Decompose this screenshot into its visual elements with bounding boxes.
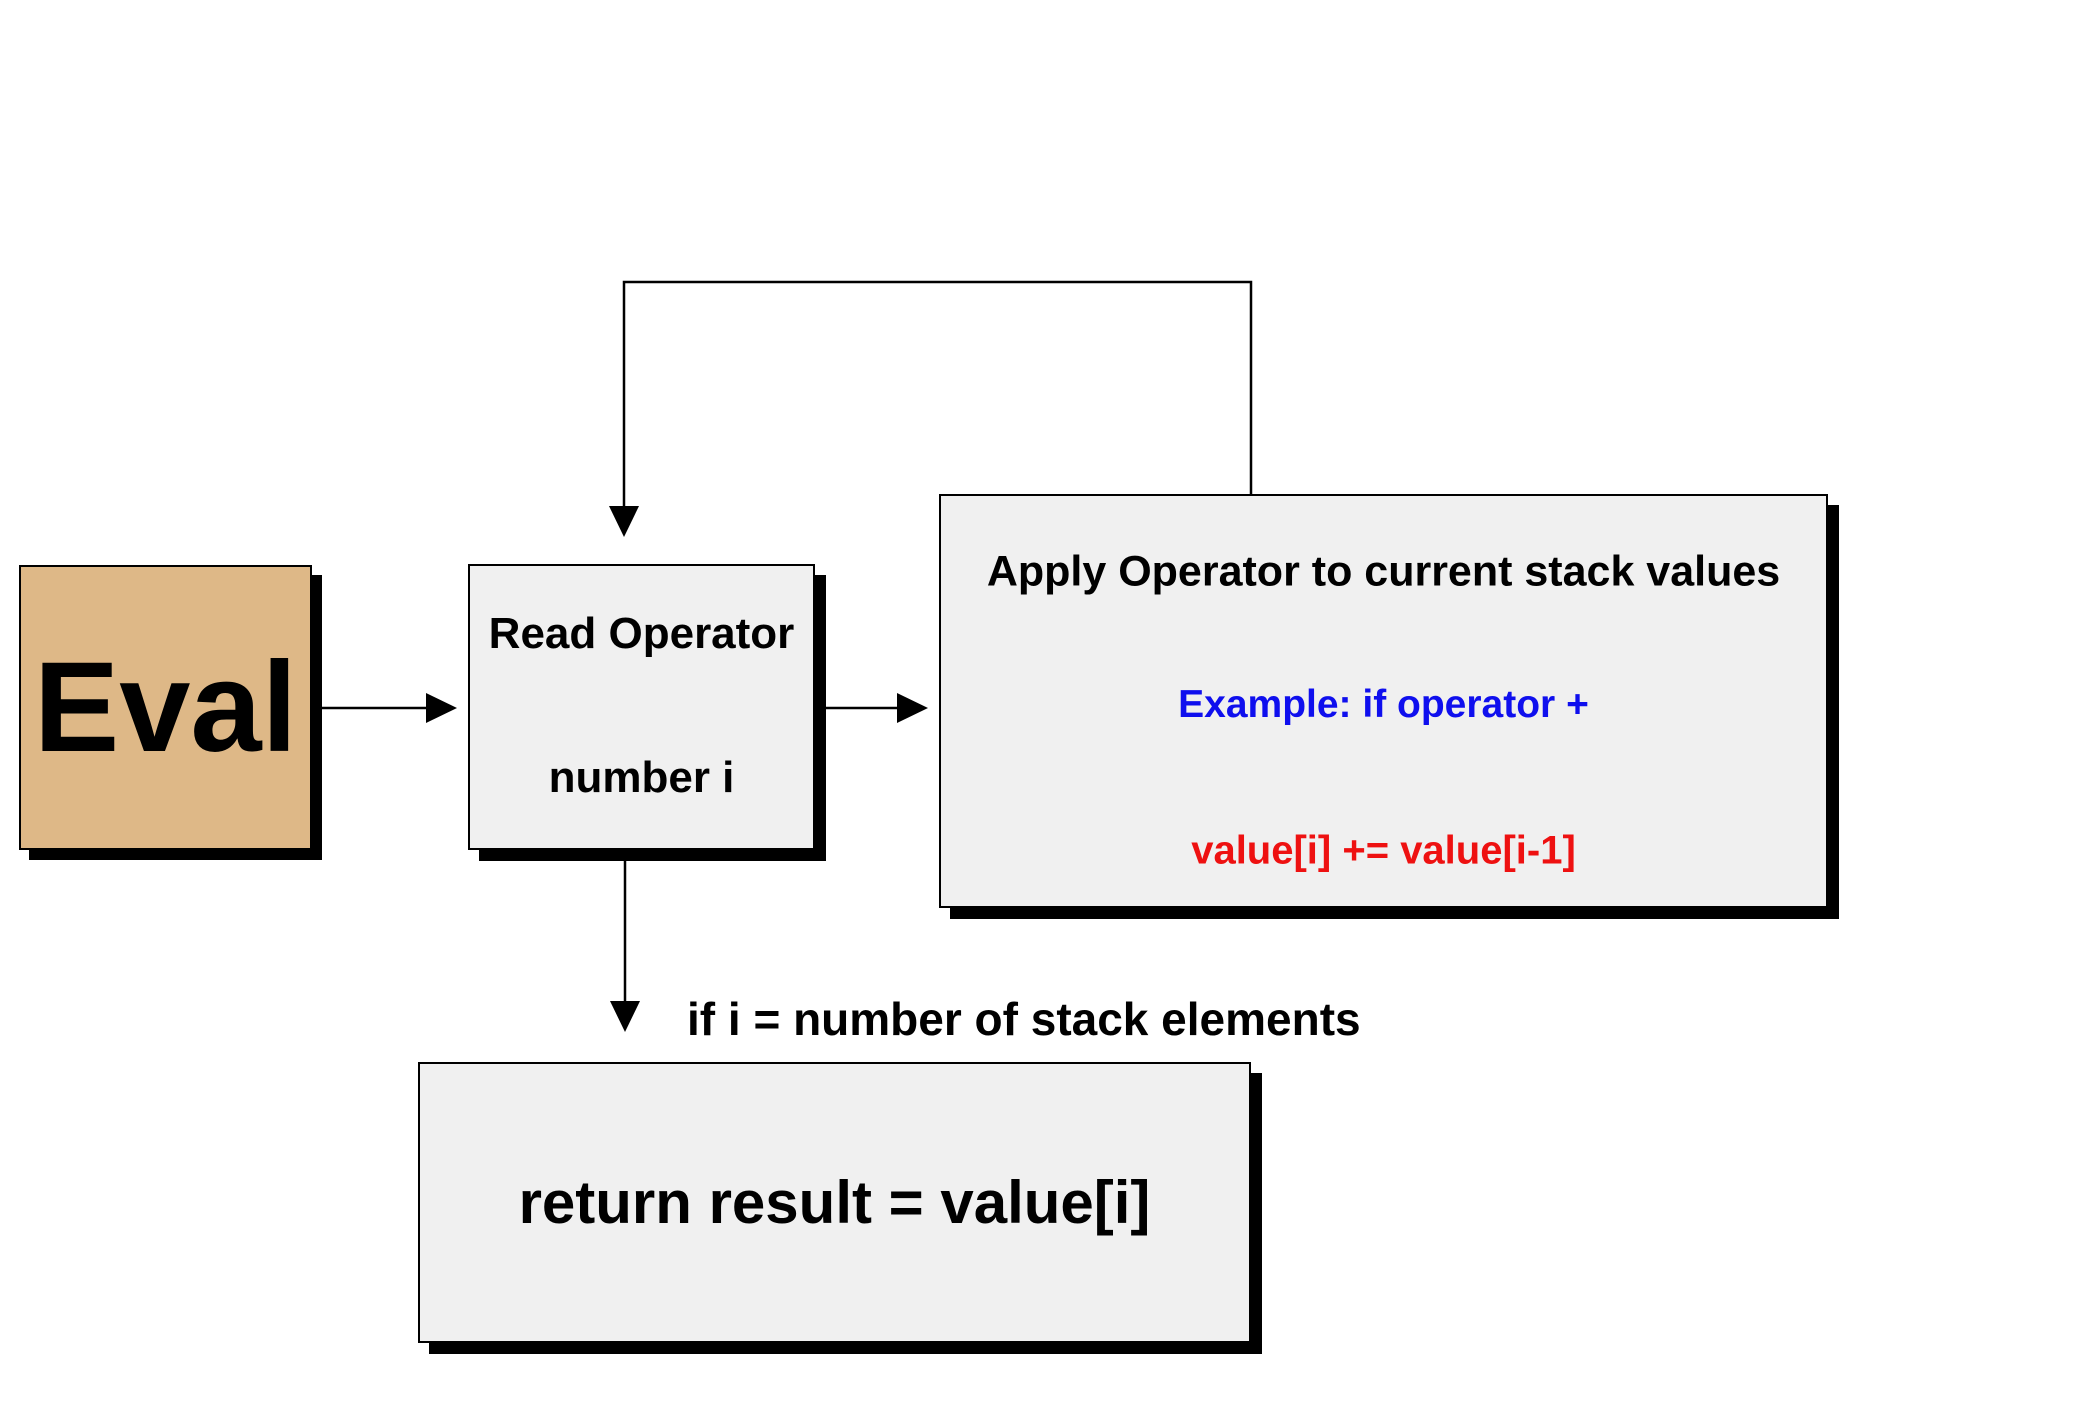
read-box-line2: number i [548,752,735,802]
arrow-read-to-return-icon [610,852,640,1032]
return-result-box: return result = value[i] [418,1062,1251,1343]
eval-box: Eval [19,565,312,850]
apply-operator-box: Apply Operator to current stack values E… [939,494,1828,908]
arrow-eval-to-read-icon [315,693,457,723]
eval-label: Eval [33,635,298,779]
apply-box-code-text: value[i] += value[i-1] [1191,828,1576,873]
apply-box-title: Apply Operator to current stack values [986,547,1781,596]
loop-exit-condition-label: if i = number of stack elements [687,993,1361,1045]
read-box-line1: Read Operator [488,608,795,658]
arrow-read-to-apply-icon [817,693,928,723]
apply-box-example-text: Example: if operator + [1178,683,1589,727]
return-box-label: return result = value[i] [518,1169,1151,1236]
read-operator-box: Read Operator number i [468,564,815,850]
